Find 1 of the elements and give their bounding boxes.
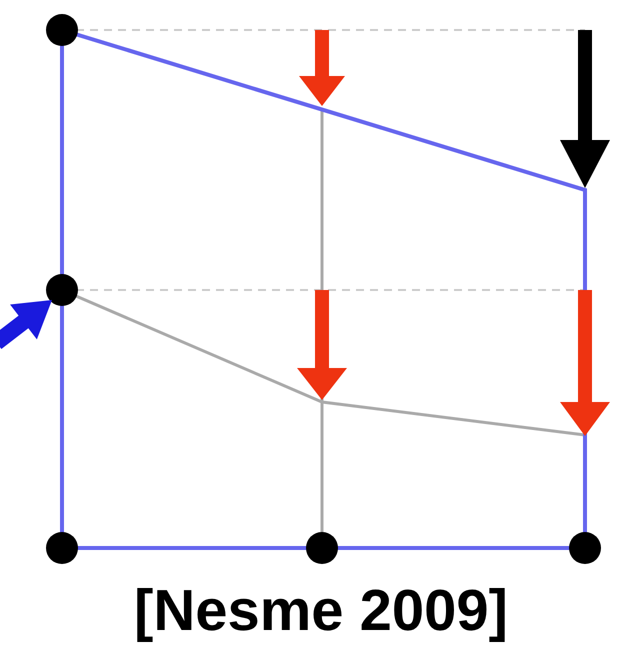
citation-text: [Nesme 2009] [134,578,508,643]
